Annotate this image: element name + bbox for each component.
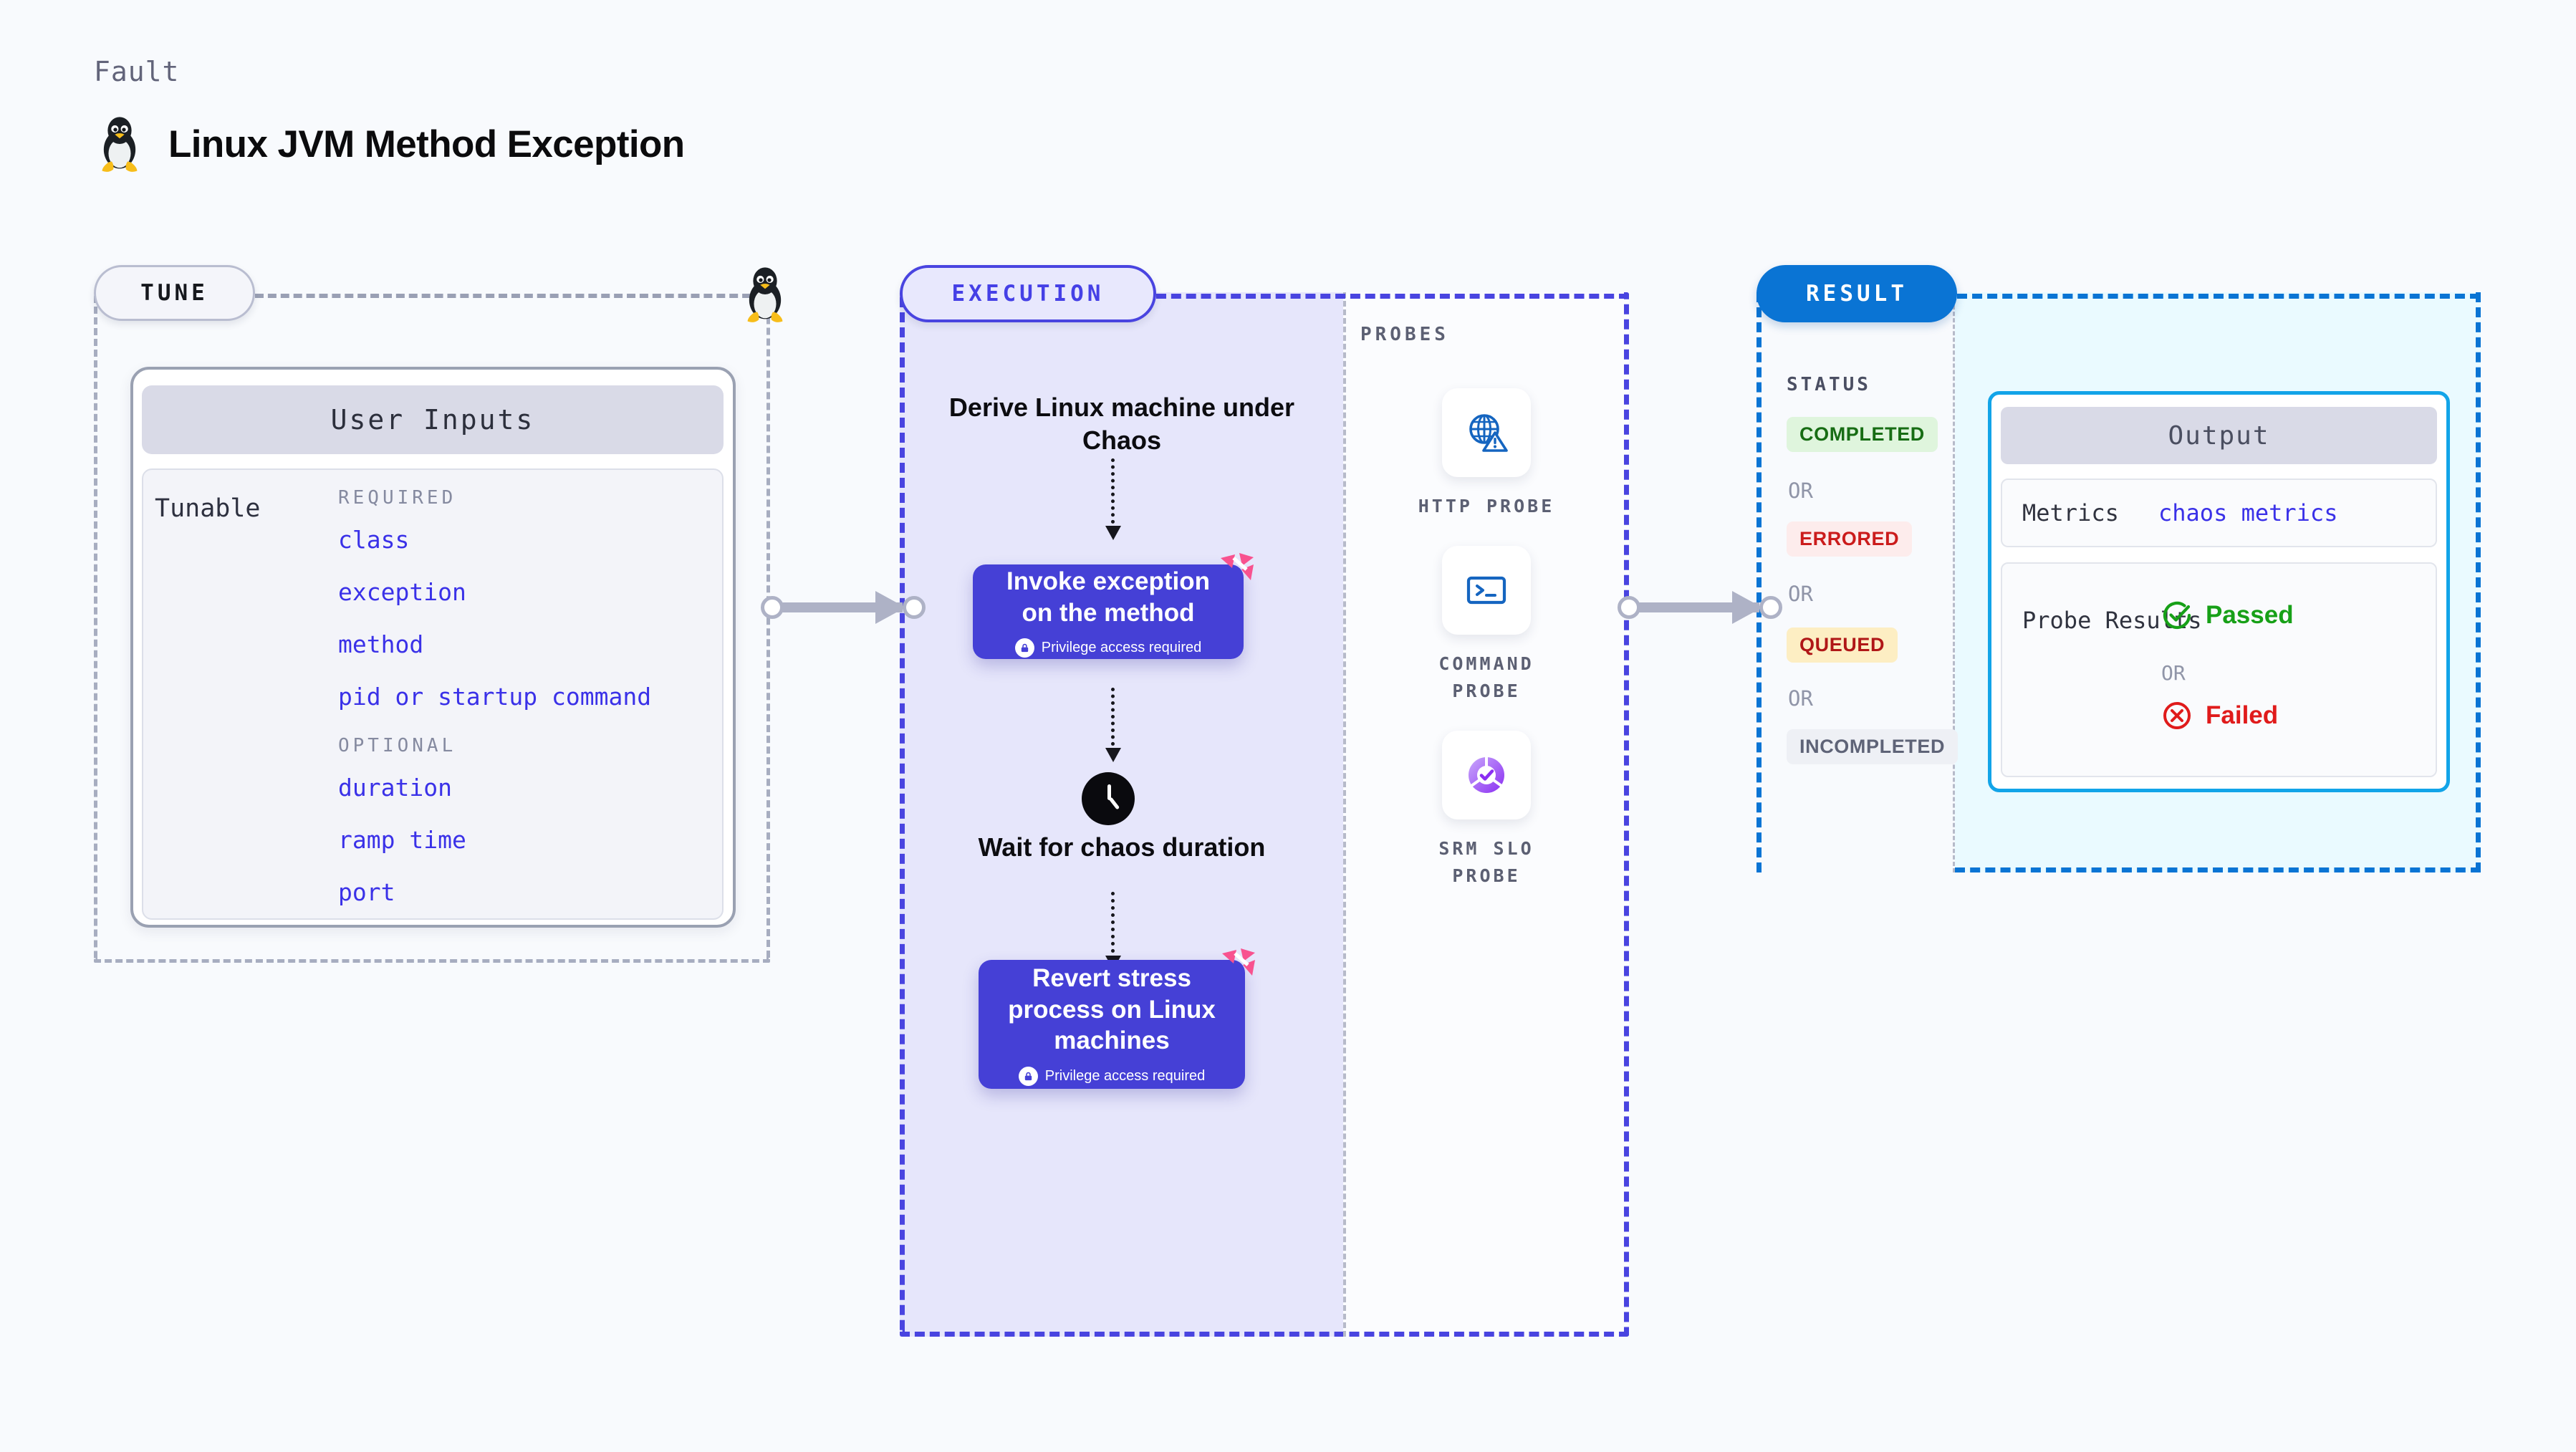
result-status-zone xyxy=(1756,292,1955,872)
probe-label: SRM SLO PROBE xyxy=(1438,838,1534,886)
result-section-chip[interactable]: RESULT xyxy=(1756,265,1957,322)
fault-eyebrow-label: Fault xyxy=(94,56,180,87)
tune-item-class[interactable]: class xyxy=(338,526,410,554)
terminal-icon xyxy=(1442,546,1531,635)
status-or-2: OR xyxy=(1788,582,1813,606)
derive-machine-text: Derive Linux machine under Chaos xyxy=(948,393,1295,456)
step-title: Invoke exception on the method xyxy=(1006,567,1210,627)
tune-item-ramp-time[interactable]: ramp time xyxy=(338,826,466,854)
tune-item-duration[interactable]: duration xyxy=(338,774,452,802)
linux-penguin-marker-icon xyxy=(747,267,783,322)
x-circle-icon xyxy=(2163,702,2191,729)
clock-icon xyxy=(1082,772,1135,825)
probe-srm-slo[interactable]: SRM SLO PROBE xyxy=(1400,731,1572,889)
probe-result-passed: Passed xyxy=(2161,600,2294,631)
execution-step-invoke-exception[interactable]: Invoke exception on the method Privilege… xyxy=(973,553,1254,659)
probe-result-or: OR xyxy=(2161,661,2186,685)
privilege-note: Privilege access required xyxy=(1018,1067,1206,1087)
status-badge-errored: ERRORED xyxy=(1787,521,1913,557)
tunable-label: Tunable xyxy=(155,494,261,523)
status-or-1: OR xyxy=(1788,479,1813,503)
page-title-row: Linux JVM Method Exception xyxy=(94,115,685,173)
passed-label: Passed xyxy=(2206,601,2294,629)
lock-icon xyxy=(1014,638,1034,658)
harness-logo-icon xyxy=(1221,553,1254,580)
privilege-note: Privilege access required xyxy=(1014,638,1202,658)
tune-item-exception[interactable]: exception xyxy=(338,578,466,606)
flow-arrow-1 xyxy=(1105,458,1121,540)
output-probe-results-row: Probe Results Passed OR Failed xyxy=(2001,562,2437,777)
flow-arrow-3 xyxy=(1105,892,1121,970)
tune-item-port[interactable]: port xyxy=(338,878,395,906)
result-chip-dashed-line xyxy=(1957,294,2480,299)
flow-arrow-2 xyxy=(1105,688,1121,762)
failed-label: Failed xyxy=(2206,701,2279,729)
privilege-label: Privilege access required xyxy=(1041,640,1202,656)
execution-chip-dashed-line xyxy=(1156,294,1629,299)
status-or-3: OR xyxy=(1788,686,1813,711)
execution-step-revert-stress[interactable]: Revert stress process on Linux machines … xyxy=(979,948,1255,1089)
execution-probes-divider xyxy=(1343,292,1346,1337)
tunable-list: REQUIRED class exception method pid or s… xyxy=(338,487,711,931)
output-title: Output xyxy=(2001,407,2437,464)
page-title: Linux JVM Method Exception xyxy=(168,122,685,165)
execution-section-chip[interactable]: EXECUTION xyxy=(900,265,1156,322)
tune-section-chip[interactable]: TUNE xyxy=(94,265,255,321)
probe-command[interactable]: COMMAND PROBE xyxy=(1400,546,1572,704)
user-inputs-title: User Inputs xyxy=(142,385,724,454)
probe-label: HTTP PROBE xyxy=(1418,496,1555,516)
status-badge-completed: COMPLETED xyxy=(1787,417,1938,452)
status-badge-incompleted: INCOMPLETED xyxy=(1787,729,1959,764)
probe-result-failed: Failed xyxy=(2161,700,2278,731)
user-inputs-body xyxy=(142,468,724,920)
tune-item-pid[interactable]: pid or startup command xyxy=(338,683,652,711)
linux-penguin-icon xyxy=(102,117,138,172)
status-section-label: STATUS xyxy=(1787,374,1871,395)
output-metrics-row: Metrics chaos metrics xyxy=(2001,479,2437,547)
probe-results-key: Probe Results xyxy=(2022,607,2202,634)
status-badge-queued: QUEUED xyxy=(1787,628,1898,663)
metrics-value[interactable]: chaos metrics xyxy=(2158,499,2338,527)
slo-check-icon xyxy=(1442,731,1531,819)
harness-logo-icon xyxy=(1222,948,1255,976)
section-heading-optional: OPTIONAL xyxy=(338,735,457,756)
section-heading-required: REQUIRED xyxy=(338,487,457,509)
probes-section-label: PROBES xyxy=(1360,324,1449,345)
check-circle-icon xyxy=(2163,601,2191,630)
metrics-key: Metrics xyxy=(2022,499,2119,527)
privilege-label: Privilege access required xyxy=(1044,1068,1206,1085)
tune-to-execution-arrow xyxy=(761,591,937,624)
step-title: Revert stress process on Linux machines xyxy=(1008,963,1216,1055)
execution-to-result-arrow xyxy=(1618,591,1794,624)
probe-label: COMMAND PROBE xyxy=(1438,653,1534,701)
wait-duration-text: Wait for chaos duration xyxy=(978,832,1266,862)
lock-icon xyxy=(1018,1067,1038,1087)
globe-warning-icon xyxy=(1442,388,1531,477)
probe-http[interactable]: HTTP PROBE xyxy=(1400,388,1572,520)
tune-chip-dashed-line xyxy=(255,294,764,298)
tune-item-method[interactable]: method xyxy=(338,630,424,658)
